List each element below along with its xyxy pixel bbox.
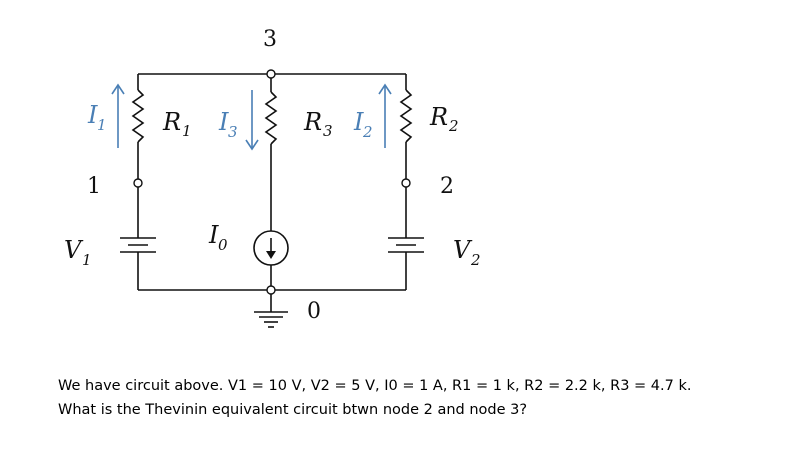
node-1-label: 1 [87, 174, 101, 199]
node-3-label: 3 [263, 27, 277, 52]
i3-arrow-icon [245, 90, 259, 151]
label-i2: I 2 [353, 108, 373, 141]
svg-text:R: R [162, 108, 181, 136]
svg-text:I: I [353, 108, 364, 136]
svg-text:0: 0 [218, 236, 228, 254]
resistor-r3 [264, 91, 278, 145]
resistor-r1 [131, 89, 145, 143]
svg-text:2: 2 [448, 117, 459, 135]
svg-text:I: I [218, 108, 229, 136]
label-v2: V 2 [453, 236, 481, 269]
question-text: We have circuit above. V1 = 10 V, V2 = 5… [58, 374, 788, 422]
question-line-2: What is the Thevinin equivalent circuit … [58, 402, 528, 418]
label-r3: R 3 [303, 108, 333, 140]
svg-text:2: 2 [470, 251, 481, 269]
svg-text:V: V [453, 236, 473, 264]
middle-branch [253, 78, 289, 286]
svg-text:V: V [64, 236, 84, 264]
svg-text:I: I [87, 101, 98, 129]
question-line-1: We have circuit above. V1 = 10 V, V2 = 5… [58, 378, 692, 394]
svg-text:1: 1 [82, 251, 92, 269]
i1-arrow-icon [111, 83, 125, 148]
ground-icon [254, 294, 288, 328]
left-branch [120, 74, 156, 290]
node-2-dot [401, 178, 411, 188]
svg-text:I: I [208, 221, 219, 249]
node-0-label: 0 [307, 299, 321, 324]
svg-text:R: R [303, 108, 322, 136]
label-r1: R 1 [162, 108, 192, 140]
label-v1: V 1 [64, 236, 92, 269]
node-3-dot [266, 69, 276, 79]
label-i0: I 0 [208, 221, 228, 254]
svg-text:3: 3 [323, 122, 333, 140]
svg-text:1: 1 [97, 116, 107, 134]
node-2-label: 2 [440, 174, 454, 199]
svg-text:2: 2 [362, 123, 373, 141]
current-source-arrow-icon [266, 251, 276, 259]
label-r2: R 2 [429, 103, 459, 135]
svg-text:R: R [429, 103, 448, 131]
resistor-r2 [399, 89, 413, 143]
right-branch [388, 74, 424, 290]
node-0-dot [266, 285, 276, 295]
node-1-dot [133, 178, 143, 188]
i2-arrow-icon [378, 83, 392, 148]
svg-text:1: 1 [182, 122, 192, 140]
label-i1: I 1 [87, 101, 107, 134]
label-i3: I 3 [218, 108, 238, 141]
svg-text:3: 3 [228, 123, 238, 141]
